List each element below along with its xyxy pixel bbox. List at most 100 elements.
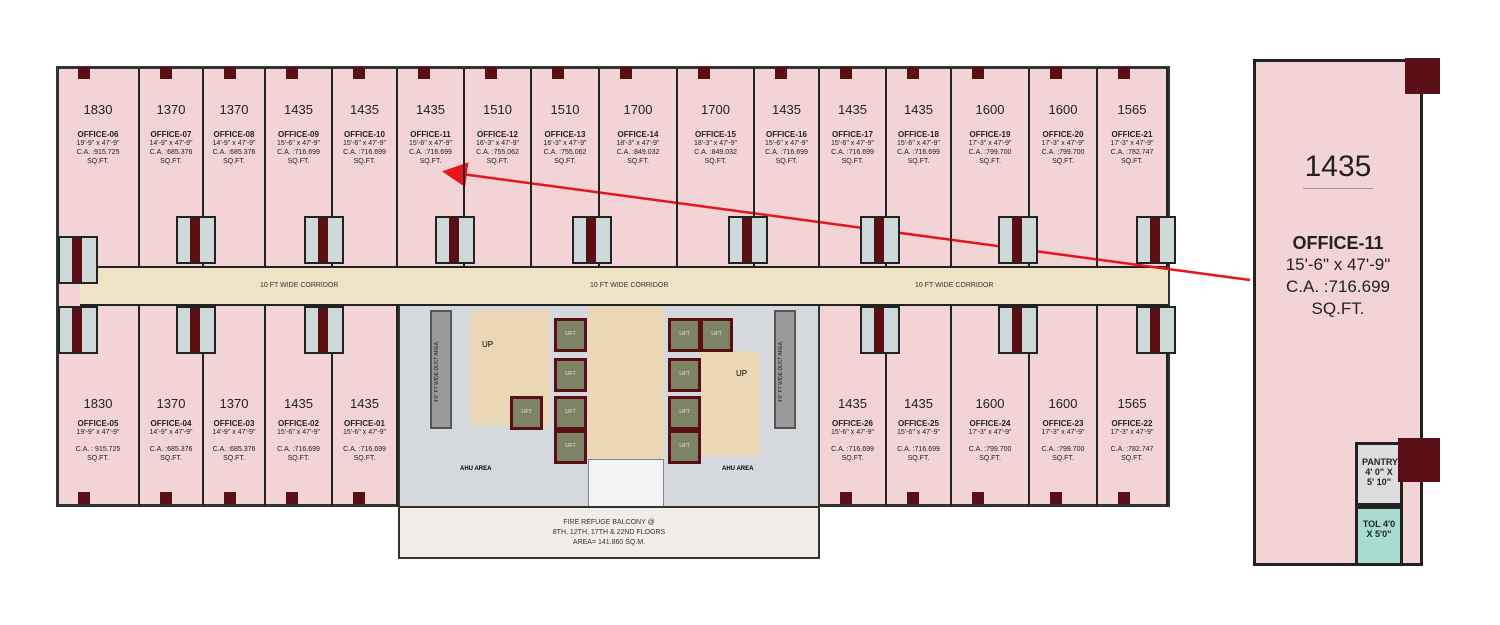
- up-label: UP: [736, 369, 748, 378]
- office-name: OFFICE-15: [695, 130, 736, 139]
- office-area: 1700: [701, 102, 730, 117]
- office-ca: C.A. :782.747: [1110, 149, 1154, 156]
- shaft: [742, 218, 752, 262]
- office-unit: SQ.FT.: [704, 158, 727, 165]
- office-name: OFFICE-18: [898, 130, 939, 139]
- office-area: 1830: [83, 396, 113, 411]
- refuge-line: AREA= 141.860 SQ.M.: [572, 539, 646, 546]
- office-dim: 14'-9" x 47'-9": [212, 140, 256, 147]
- toilet-block: [58, 306, 98, 354]
- toilet-block: [176, 306, 216, 354]
- toilet-block: [435, 216, 475, 264]
- toilet-block: [572, 216, 612, 264]
- office-unit: SQ.FT.: [979, 158, 1001, 165]
- office-ca: C.A. :716.699: [831, 446, 874, 453]
- office-area: 1435: [284, 102, 313, 117]
- office-area: 1370: [156, 102, 186, 117]
- office-unit: SQ.FT.: [486, 158, 509, 165]
- office-name: OFFICE-09: [278, 130, 319, 139]
- pillar: [1050, 67, 1062, 79]
- office-dim: 19'-9" x 47'-9": [76, 140, 120, 147]
- pillar: [1398, 438, 1440, 482]
- office-area: 1435: [350, 102, 379, 117]
- office-dim: 17'-3" x 47'-9": [968, 429, 1012, 436]
- office-ca: C.A. :716.699: [277, 446, 320, 453]
- lift: LIFT: [554, 396, 587, 430]
- refuge-line: FIRE REFUGE BALCONY @: [563, 519, 655, 526]
- corridor-label: 10 FT WIDE CORRIDOR: [915, 282, 994, 289]
- office-name: OFFICE-23: [1042, 419, 1084, 428]
- office-name: OFFICE-16: [766, 130, 807, 139]
- office-ca: C.A. :915.725: [76, 149, 120, 156]
- office-ca: C.A. :716.699: [897, 149, 940, 156]
- office-area: 1600: [975, 102, 1005, 117]
- office-unit: SQ.FT.: [160, 158, 182, 165]
- office-area: 1435: [904, 396, 933, 411]
- toilet-block: [176, 216, 216, 264]
- office-area: 1700: [623, 102, 653, 117]
- lift: LIFT: [554, 318, 587, 352]
- office-name: OFFICE-22: [1111, 419, 1153, 428]
- office-unit: SQ.FT.: [907, 455, 930, 462]
- office-area: 1435: [838, 396, 867, 411]
- office-unit: SQ.FT.: [627, 158, 649, 165]
- shaft: [72, 308, 82, 352]
- office-area: 1510: [550, 102, 580, 117]
- office-area: 1370: [219, 102, 249, 117]
- office-ca: C.A. :685.376: [149, 149, 193, 156]
- office-name: OFFICE-03: [213, 419, 255, 428]
- office-unit: SQ.FT.: [554, 158, 576, 165]
- office-ca: C.A. :716.699: [343, 149, 386, 156]
- inset-ca: C.A. :716.699: [1286, 277, 1390, 296]
- corridor-label: 10 FT WIDE CORRIDOR: [590, 282, 669, 289]
- toilet-block: [58, 236, 98, 284]
- office-name: OFFICE-21: [1111, 130, 1153, 139]
- office-unit: SQ.FT.: [160, 455, 182, 462]
- office-ca: C.A. :716.699: [831, 149, 874, 156]
- office-unit: SQ.FT.: [979, 455, 1001, 462]
- office-dim: 15'-6" x 47'-9": [342, 140, 387, 147]
- office-dim: 17'-3" x 47'-9": [968, 140, 1012, 147]
- pillar: [698, 67, 710, 79]
- office-ca: C.A. :716.699: [765, 149, 808, 156]
- office-name: OFFICE-20: [1042, 130, 1084, 139]
- office-dim: 16'-3" x 47'-9": [543, 140, 587, 147]
- pillar: [78, 492, 90, 504]
- shaft: [190, 308, 200, 352]
- pillar: [840, 67, 852, 79]
- pillar: [353, 67, 365, 79]
- pillar: [775, 67, 787, 79]
- shaft: [1150, 308, 1160, 352]
- office-ca: C.A. :799.700: [1041, 149, 1085, 156]
- office-name: OFFICE-08: [213, 130, 255, 139]
- pillar: [160, 67, 172, 79]
- office-dim: 15'-6" x 47'-9": [408, 140, 453, 147]
- office-dim: 18'-3" x 47'-9": [616, 140, 660, 147]
- pillar: [972, 67, 984, 79]
- office-name: OFFICE-19: [969, 130, 1011, 139]
- office-unit: SQ.FT.: [287, 158, 310, 165]
- office-ca: C.A. :799.700: [968, 149, 1012, 156]
- office-unit: SQ.FT.: [1052, 455, 1074, 462]
- office-name: OFFICE-17: [832, 130, 873, 139]
- shaft: [318, 218, 328, 262]
- office-area: 1435: [838, 102, 867, 117]
- office-area: 1565: [1117, 102, 1147, 117]
- office-area: 1435: [904, 102, 933, 117]
- office-area: 1435: [416, 102, 445, 117]
- shaft: [318, 308, 328, 352]
